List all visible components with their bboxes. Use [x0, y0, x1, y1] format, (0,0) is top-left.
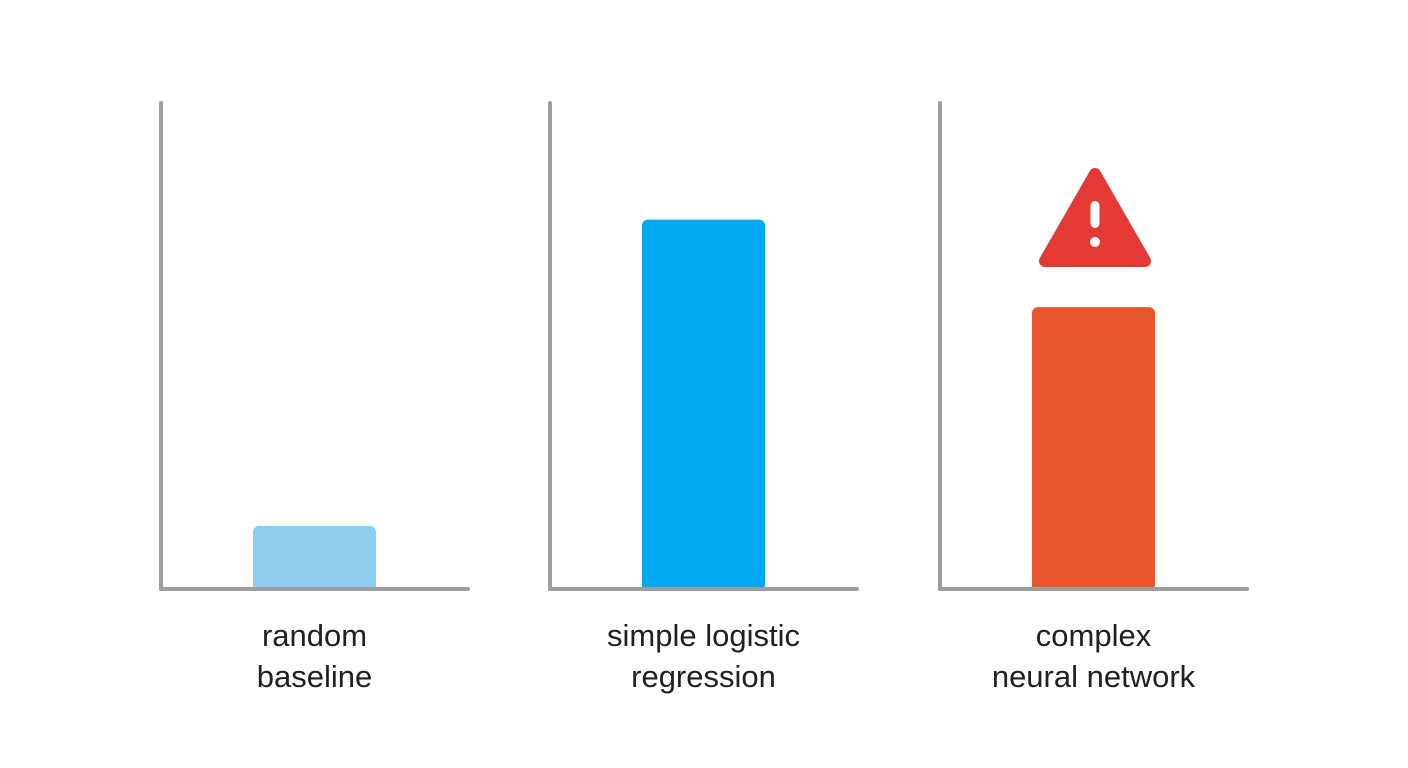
bar-3	[1032, 307, 1155, 591]
category-label-1-line-1: random	[262, 618, 367, 653]
category-label-2-line-2: regression	[631, 659, 776, 694]
category-label-3-line-2: neural network	[992, 659, 1196, 694]
bar-2	[642, 219, 765, 591]
category-label-1-line-2: baseline	[257, 659, 372, 694]
category-label-3-line-1: complex	[1036, 618, 1152, 653]
category-label-2-line-1: simple logistic	[607, 618, 800, 653]
chart-panel-1: random baseline	[159, 101, 470, 694]
chart-panel-2: simple logistic regression	[548, 101, 859, 694]
warning-triangle-icon	[1039, 168, 1151, 267]
chart-panel-3: complex neural network	[938, 101, 1249, 694]
bar-1	[253, 525, 376, 591]
